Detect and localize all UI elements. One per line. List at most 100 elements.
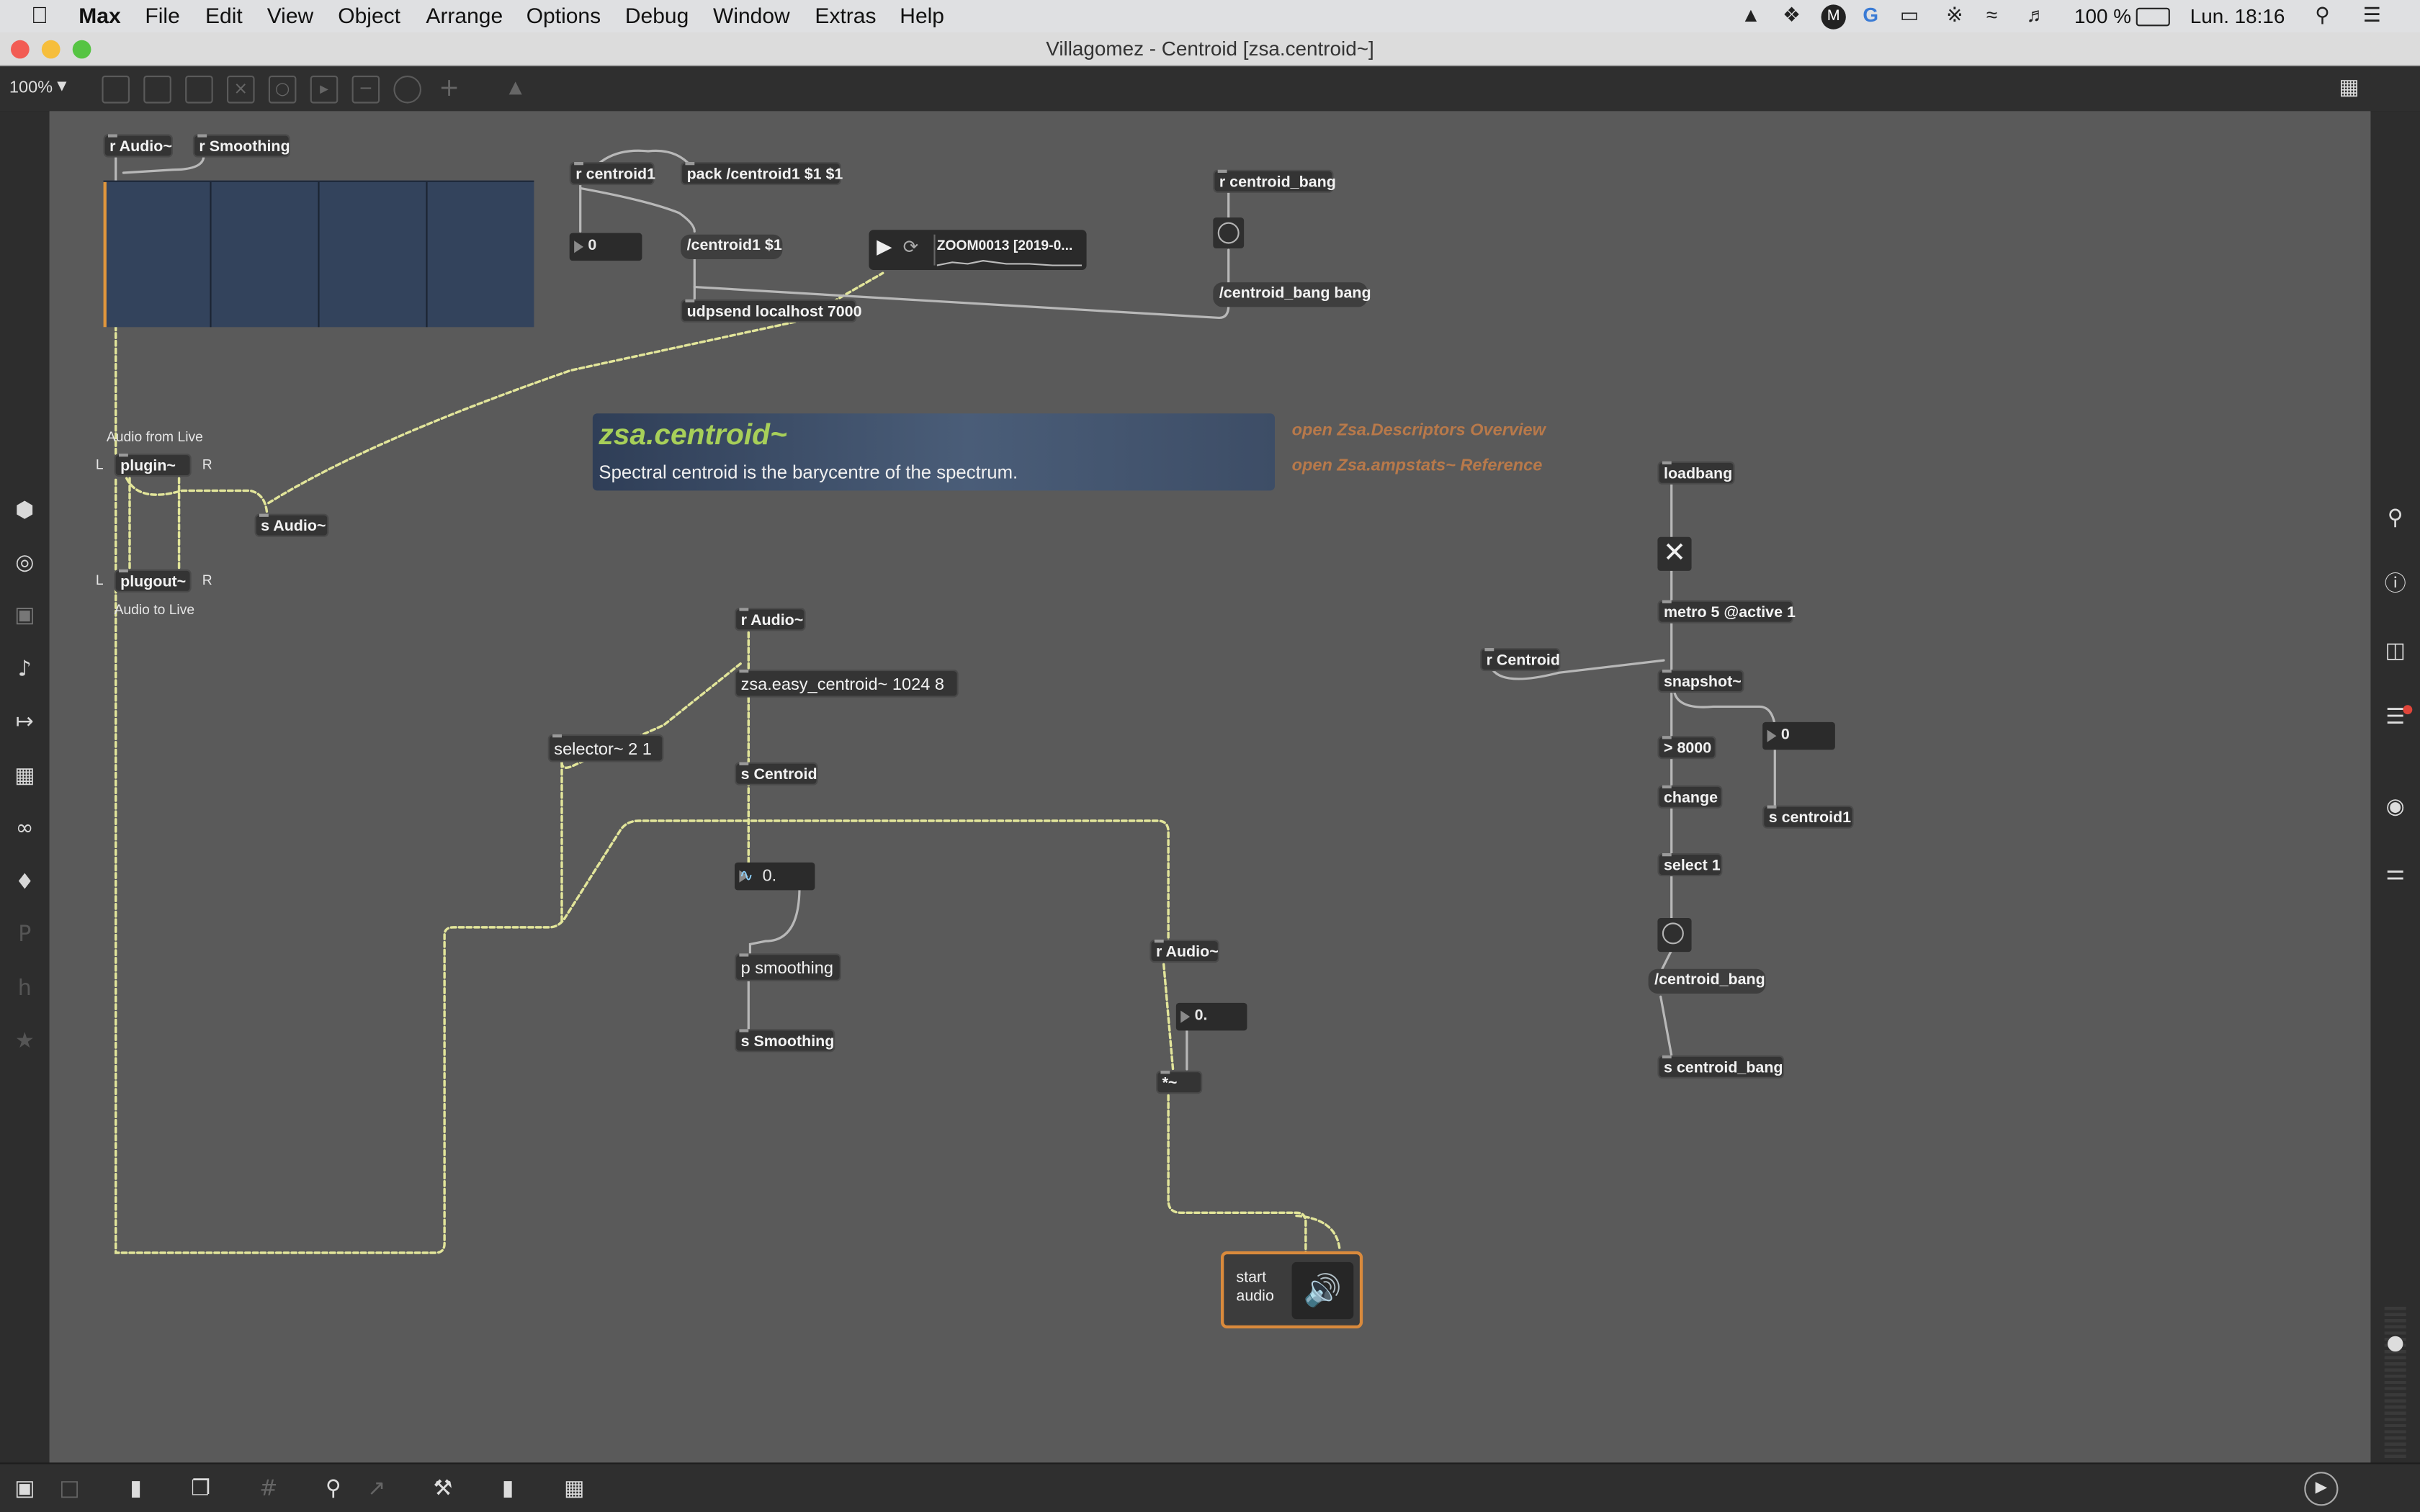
spectroscope-display[interactable] [103,180,534,328]
loadbang-object[interactable]: loadbang [1657,461,1735,485]
centroid-bang-message[interactable]: /centroid_bang [1648,968,1766,994]
menubar-clock[interactable]: Lun. 18:16 [2190,4,2285,28]
speaker-icon[interactable]: 🔊 [1291,1261,1354,1320]
snapshot-object[interactable]: snapshot~ [1657,670,1744,693]
r-audio-object[interactable]: r Audio~ [103,134,173,158]
minimize-window-button[interactable] [41,40,60,59]
greater-than-object[interactable]: > 8000 [1657,736,1716,760]
snapshot-icon[interactable]: ◉ [2385,794,2405,819]
descriptors-overview-link[interactable]: open Zsa.Descriptors Overview [1291,421,1546,440]
easy-centroid-object[interactable]: zsa.easy_centroid~ 1024 8 [734,670,959,698]
bluetooth-icon[interactable]: ※ [1946,3,1963,27]
menu-arrange[interactable]: Arrange [426,3,503,28]
m-app-icon[interactable]: M [1821,4,1846,30]
apple-icon[interactable]:  [31,3,48,29]
s-centroid-object[interactable]: s Centroid [734,762,818,786]
new-number-icon[interactable]: ▸ [310,76,339,104]
p-smoothing-object[interactable]: p smoothing [734,953,841,981]
volume-icon[interactable]: ♬ [2026,3,2047,27]
target-icon[interactable]: ◎ [15,551,35,576]
hierarchy-icon[interactable]: ⚲ [325,1476,341,1501]
audio-on-off-icon[interactable]: ▶ [2304,1472,2339,1506]
piano-icon[interactable]: ▮ [501,1476,514,1501]
centroid-bang-message[interactable]: /centroid_bang bang [1213,282,1371,307]
presentation-icon[interactable]: ▣ [14,603,35,629]
menu-help[interactable]: Help [900,3,944,28]
menu-extras[interactable]: Extras [815,3,877,28]
plugin-icon[interactable]: ♦ [14,870,35,895]
clip-icon[interactable]: ↦ [15,709,34,734]
star-icon[interactable]: ★ [14,1029,35,1054]
notification-center-icon[interactable]: ☰ [2362,3,2381,27]
toggle-checked-icon[interactable]: ✕ [1657,536,1692,571]
zoom-dropdown-icon[interactable]: ▼ [57,78,67,93]
message-box[interactable]: /centroid1 $1 [681,234,783,259]
battery-icon[interactable] [2136,7,2170,27]
reference-icon[interactable]: ◫ [2385,639,2406,664]
bang-button[interactable] [1657,918,1692,953]
p-icon[interactable]: P [18,922,32,948]
new-object-icon[interactable] [102,76,130,104]
patcher-canvas[interactable] [49,111,2371,1463]
grid-view-icon[interactable]: ▦ [2339,76,2360,101]
pack-object[interactable]: pack /centroid1 $1 $1 [681,162,843,186]
debug-icon[interactable]: ↗ [367,1476,386,1501]
plugin-object[interactable]: plugin~ [114,454,192,477]
add-object-icon[interactable]: + [439,72,460,102]
s-centroid-bang-object[interactable]: s centroid_bang [1657,1055,1785,1079]
paperclip-icon[interactable]: ∞ [15,816,34,841]
audio-player[interactable]: ▶ ⟳ ZOOM0013 [2019-0... [869,230,1087,270]
start-audio-button[interactable]: start audio 🔊 [1221,1251,1363,1328]
float-number-box[interactable]: ∿ 0. [734,862,815,891]
bang-button[interactable] [1213,217,1245,248]
new-toggle-icon[interactable]: × [227,76,255,104]
vlc-icon[interactable]: ▲ [1741,3,1761,27]
menu-options[interactable]: Options [526,3,601,28]
int-number-box[interactable]: 0 [1762,721,1835,750]
new-message-icon[interactable] [143,76,171,104]
wrench-icon[interactable]: ⚒ [433,1476,453,1501]
menu-debug[interactable]: Debug [624,3,689,28]
h-icon[interactable]: h [17,976,32,1002]
multiply-signal-object[interactable]: *~ [1156,1071,1203,1094]
menu-app[interactable]: Max [79,3,121,28]
r-audio-object[interactable]: r Audio~ [734,608,806,631]
r-centroid-object[interactable]: r Centroid [1480,648,1561,672]
new-dial-icon[interactable] [393,76,421,104]
select-object[interactable]: select 1 [1657,853,1723,877]
s-centroid1-object[interactable]: s centroid1 [1762,805,1854,829]
zoom-level[interactable]: 100% [9,78,53,97]
mixer-icon[interactable]: ⚌ [2385,860,2406,886]
zoom-window-button[interactable] [72,40,91,59]
new-bang-icon[interactable]: ○ [268,76,297,104]
console-icon[interactable]: ☰ [2385,705,2406,730]
windows-icon[interactable]: ❐ [191,1476,211,1501]
new-slider-icon[interactable]: ─ [351,76,380,104]
dropbox-icon[interactable]: ❖ [1783,3,1801,27]
udpsend-object[interactable]: udpsend localhost 7000 [681,299,862,323]
wifi-icon[interactable]: ≈ [1986,3,1998,27]
s-audio-object[interactable]: s Audio~ [254,513,329,537]
r-centroid1-object[interactable]: r centroid1 [569,162,655,186]
comment-bubble-icon[interactable]: ▮ [130,1476,142,1501]
info-icon[interactable]: ⓘ [2384,572,2406,598]
image-icon[interactable]: ▦ [14,763,35,788]
number-box[interactable]: 0 [569,233,642,261]
lock-icon[interactable]: ▣ [14,1476,35,1501]
presentation-toggle-icon[interactable]: □ [59,1476,80,1501]
spotlight-search-icon[interactable]: ⚲ [2315,3,2330,27]
menu-edit[interactable]: Edit [205,3,243,28]
menu-window[interactable]: Window [712,3,790,28]
change-object[interactable]: change [1657,785,1723,809]
search-icon[interactable]: ⚲ [2387,505,2403,531]
play-icon[interactable]: ▶ [877,235,892,259]
r-smoothing-object[interactable]: r Smoothing [192,134,290,158]
airplay-icon[interactable]: ▭ [1899,3,1919,27]
volume-slider-knob[interactable] [2388,1336,2403,1352]
plugout-object[interactable]: plugout~ [114,569,192,593]
menu-view[interactable]: View [266,3,314,28]
s-smoothing-object[interactable]: s Smoothing [734,1029,835,1053]
paint-bucket-icon[interactable]: ▲ [508,77,522,97]
selector-object[interactable]: selector~ 2 1 [547,734,664,762]
r-audio-object[interactable]: r Audio~ [1150,940,1219,963]
